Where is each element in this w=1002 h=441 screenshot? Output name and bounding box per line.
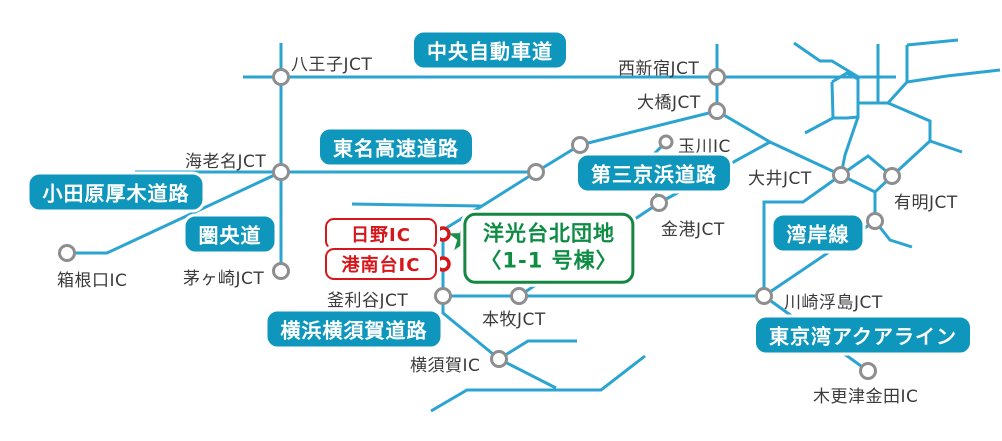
node-label-hachioji-jct: 八王子JCT: [291, 55, 373, 75]
node-kawasaki-ukishima-jct: [755, 287, 773, 305]
route-line-web-7: [887, 101, 932, 141]
road-badge-odawara-atsugi-road: 小田原厚木道路: [26, 171, 206, 213]
node-yoga-merge: [571, 136, 589, 154]
route-line-haneda: [762, 173, 842, 296]
node-wangan-node: [866, 212, 884, 230]
road-badge-konandai-ic: 港南台IC: [325, 248, 437, 280]
node-hachioji-jct: [272, 68, 290, 86]
route-line-c1-loop: [830, 71, 860, 120]
route-line-diamond-top: [840, 154, 893, 178]
road-badge-daisan-keihin-road: 第三京浜道路: [575, 152, 733, 194]
node-hakoneguchi-ic: [58, 244, 76, 262]
route-line-web-9: [929, 139, 963, 154]
destination-box: 洋光台北団地〈1-1 号棟〉: [463, 212, 635, 284]
node-label-kamariya-jct: 釜利谷JCT: [327, 291, 409, 311]
route-line-odawara: [67, 170, 282, 255]
road-badge-wangan-line: 湾岸線: [770, 212, 866, 254]
route-line-web-6: [906, 38, 959, 47]
node-label-kawasaki-ukishima-jct: 川崎浮島JCT: [784, 293, 883, 313]
node-label-hakoneguchi-ic: 箱根口IC: [57, 271, 128, 291]
route-line-web-zig: [793, 41, 861, 80]
node-label-oi-jct: 大井JCT: [748, 169, 812, 189]
route-line-yokosuka-ne: [498, 339, 577, 361]
road-badge-hino-ic: 日野IC: [325, 218, 437, 250]
node-label-ariake-jct: 有明JCT: [894, 193, 958, 213]
node-ebina-jct: [272, 163, 290, 181]
node-kamariya-jct: [434, 287, 452, 305]
route-line-ohashi-oi: [716, 109, 842, 177]
node-ohashi-jct: [708, 102, 726, 120]
road-badge-chuo-expressway: 中央自動車道: [411, 29, 569, 71]
node-label-chigasaki-jct: 茅ヶ崎JCT: [183, 269, 265, 289]
route-line-web-3: [886, 80, 909, 105]
node-label-ohashi-jct: 大橋JCT: [637, 93, 701, 113]
node-label-nishi-shinjuku-jct: 西新宿JCT: [618, 59, 700, 79]
node-nishi-shinjuku-jct: [708, 68, 726, 86]
destination-star-icon: [448, 223, 478, 251]
node-label-kisarazu-kaneda-ic: 木更津金田IC: [813, 387, 919, 407]
node-label-tamagawa-ic: 玉川IC: [678, 137, 731, 157]
node-honmoku-jct: [510, 287, 528, 305]
node-chigasaki-jct: [272, 262, 290, 280]
route-line-yokosuka-se: [498, 357, 557, 390]
node-tokyo-merge: [527, 163, 545, 181]
destination-name: 洋光台北団地: [482, 221, 615, 246]
node-tamagawa-ic: [658, 134, 674, 150]
node-ariake-jct: [883, 167, 901, 185]
node-konandai-ic-node: [435, 256, 451, 272]
node-label-honmoku-jct: 本牧JCT: [482, 310, 546, 330]
road-badge-tomei-expressway: 東名高速道路: [317, 126, 475, 168]
route-line-web-5: [906, 68, 1001, 84]
road-badge-kenodo: 圏央道: [182, 213, 278, 255]
node-yokosuka-ic: [490, 350, 508, 368]
road-badge-tokyo-bay-aqualine: 東京湾アクアライン: [753, 314, 973, 356]
node-oi-jct: [832, 166, 850, 184]
node-kisarazu-kaneda-ic: [859, 362, 877, 380]
destination-unit: 〈1-1 号棟〉: [480, 249, 618, 273]
route-line-c1-tail: [804, 116, 834, 135]
node-hino-ic-node: [435, 226, 451, 242]
route-line-hodogaya: [351, 202, 483, 208]
route-line-miura: [430, 354, 646, 413]
node-kinko-jct: [650, 194, 668, 212]
node-label-yokosuka-ic: 横須賀IC: [410, 356, 481, 376]
node-label-ebina-jct: 海老名JCT: [185, 152, 267, 172]
node-label-kinko-jct: 金港JCT: [661, 220, 725, 240]
route-line-wangan-east: [763, 174, 894, 298]
road-badge-yokohama-yokosuka-road: 横浜横須賀道路: [264, 308, 444, 350]
